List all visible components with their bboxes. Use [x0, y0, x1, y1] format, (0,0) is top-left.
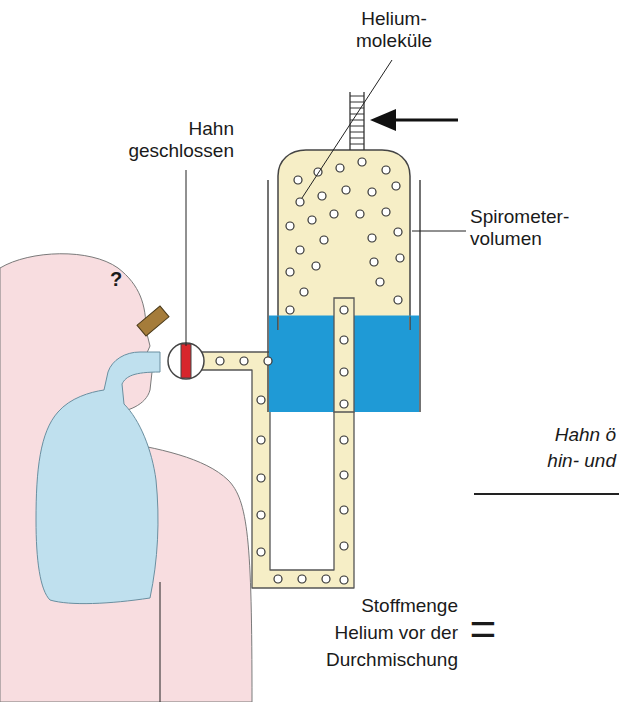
body-silhouette — [0, 254, 252, 702]
equals-sign: = — [466, 604, 500, 654]
leader-line — [302, 60, 392, 198]
callout-label: Hahn geschlossen — [110, 118, 234, 162]
fraction-line — [474, 493, 619, 495]
formula-text: Hahn ö — [540, 424, 616, 446]
leader-line — [160, 582, 161, 702]
valve-bar — [181, 344, 191, 378]
container-wall — [267, 180, 269, 412]
inner-tube — [334, 298, 354, 412]
leader-line — [412, 231, 466, 232]
formula-text: hin- und — [500, 450, 616, 472]
container-wall — [419, 180, 421, 412]
nose-clip — [137, 306, 169, 336]
leader-line — [186, 170, 187, 346]
push-arrow — [392, 119, 458, 122]
callout-label: Helium- moleküle — [346, 8, 442, 52]
push-arrow-head — [370, 109, 396, 131]
callout-label: Spirometer- volumen — [470, 206, 600, 250]
helium-molecules — [216, 158, 404, 584]
unknown-mark: ? — [104, 268, 128, 290]
valve — [168, 343, 204, 379]
formula-text: Stoffmenge Helium vor der Durchmischung — [300, 592, 458, 673]
lung — [36, 352, 160, 604]
